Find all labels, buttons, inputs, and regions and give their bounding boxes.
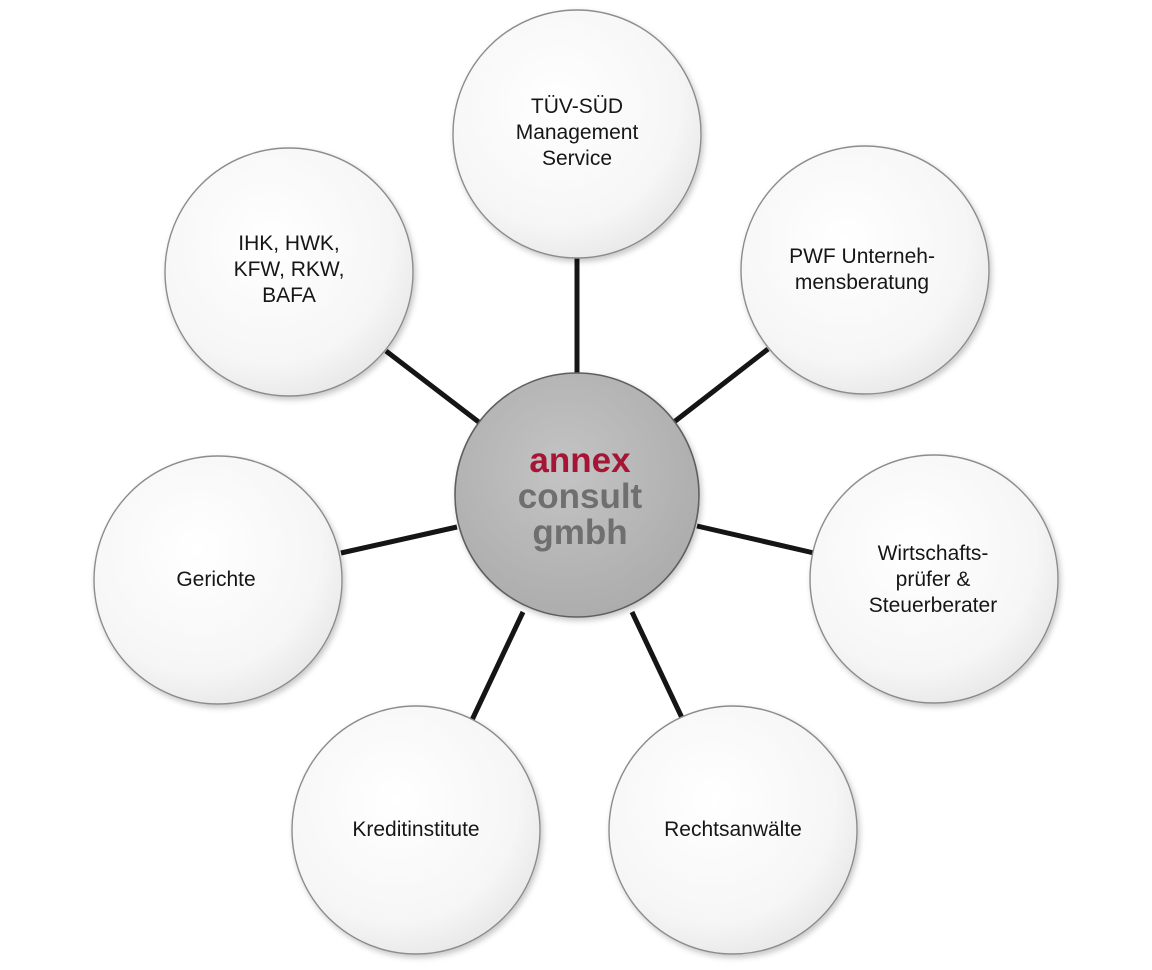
connector-ra: [629, 610, 686, 722]
connector-lines: [340, 258, 815, 722]
node-label-gericht: Gerichte: [176, 568, 256, 591]
node-label-wp: Wirtschafts- prüfer & Steuerberater: [868, 542, 998, 617]
hub-text-gmbh: gmbh: [532, 513, 628, 552]
hub-circle: [454, 372, 700, 618]
node-tuev-circle: [452, 9, 702, 259]
node-label-kredit: Kreditinstitute: [352, 818, 480, 841]
node-pwf-circle: [740, 145, 990, 395]
hub-text-annex: annex: [529, 441, 631, 480]
connector-ihk: [384, 349, 482, 425]
node-gericht-circle: [93, 455, 343, 705]
node-ra-circle: [608, 705, 858, 955]
connector-gericht: [340, 524, 458, 556]
node-kredit-circle: [291, 705, 541, 955]
connector-pwf: [672, 347, 770, 424]
node-ihk-circle: [164, 147, 414, 397]
connector-wp: [696, 523, 815, 556]
node-label-tuev: TÜV-SÜD Management Service: [515, 95, 639, 170]
node-label-ra: Rechtsanwälte: [664, 818, 802, 841]
node-label-ihk: IHK, HWK, KFW, RKW, BAFA: [233, 232, 345, 307]
hub-logo-text: annex consult gmbh: [460, 443, 700, 551]
node-label-pwf: PWF Unterneh- mensberatung: [789, 245, 935, 294]
node-wp-circle: [809, 454, 1059, 704]
connector-kredit: [469, 610, 526, 722]
hub-text-consult: consult: [517, 477, 643, 516]
